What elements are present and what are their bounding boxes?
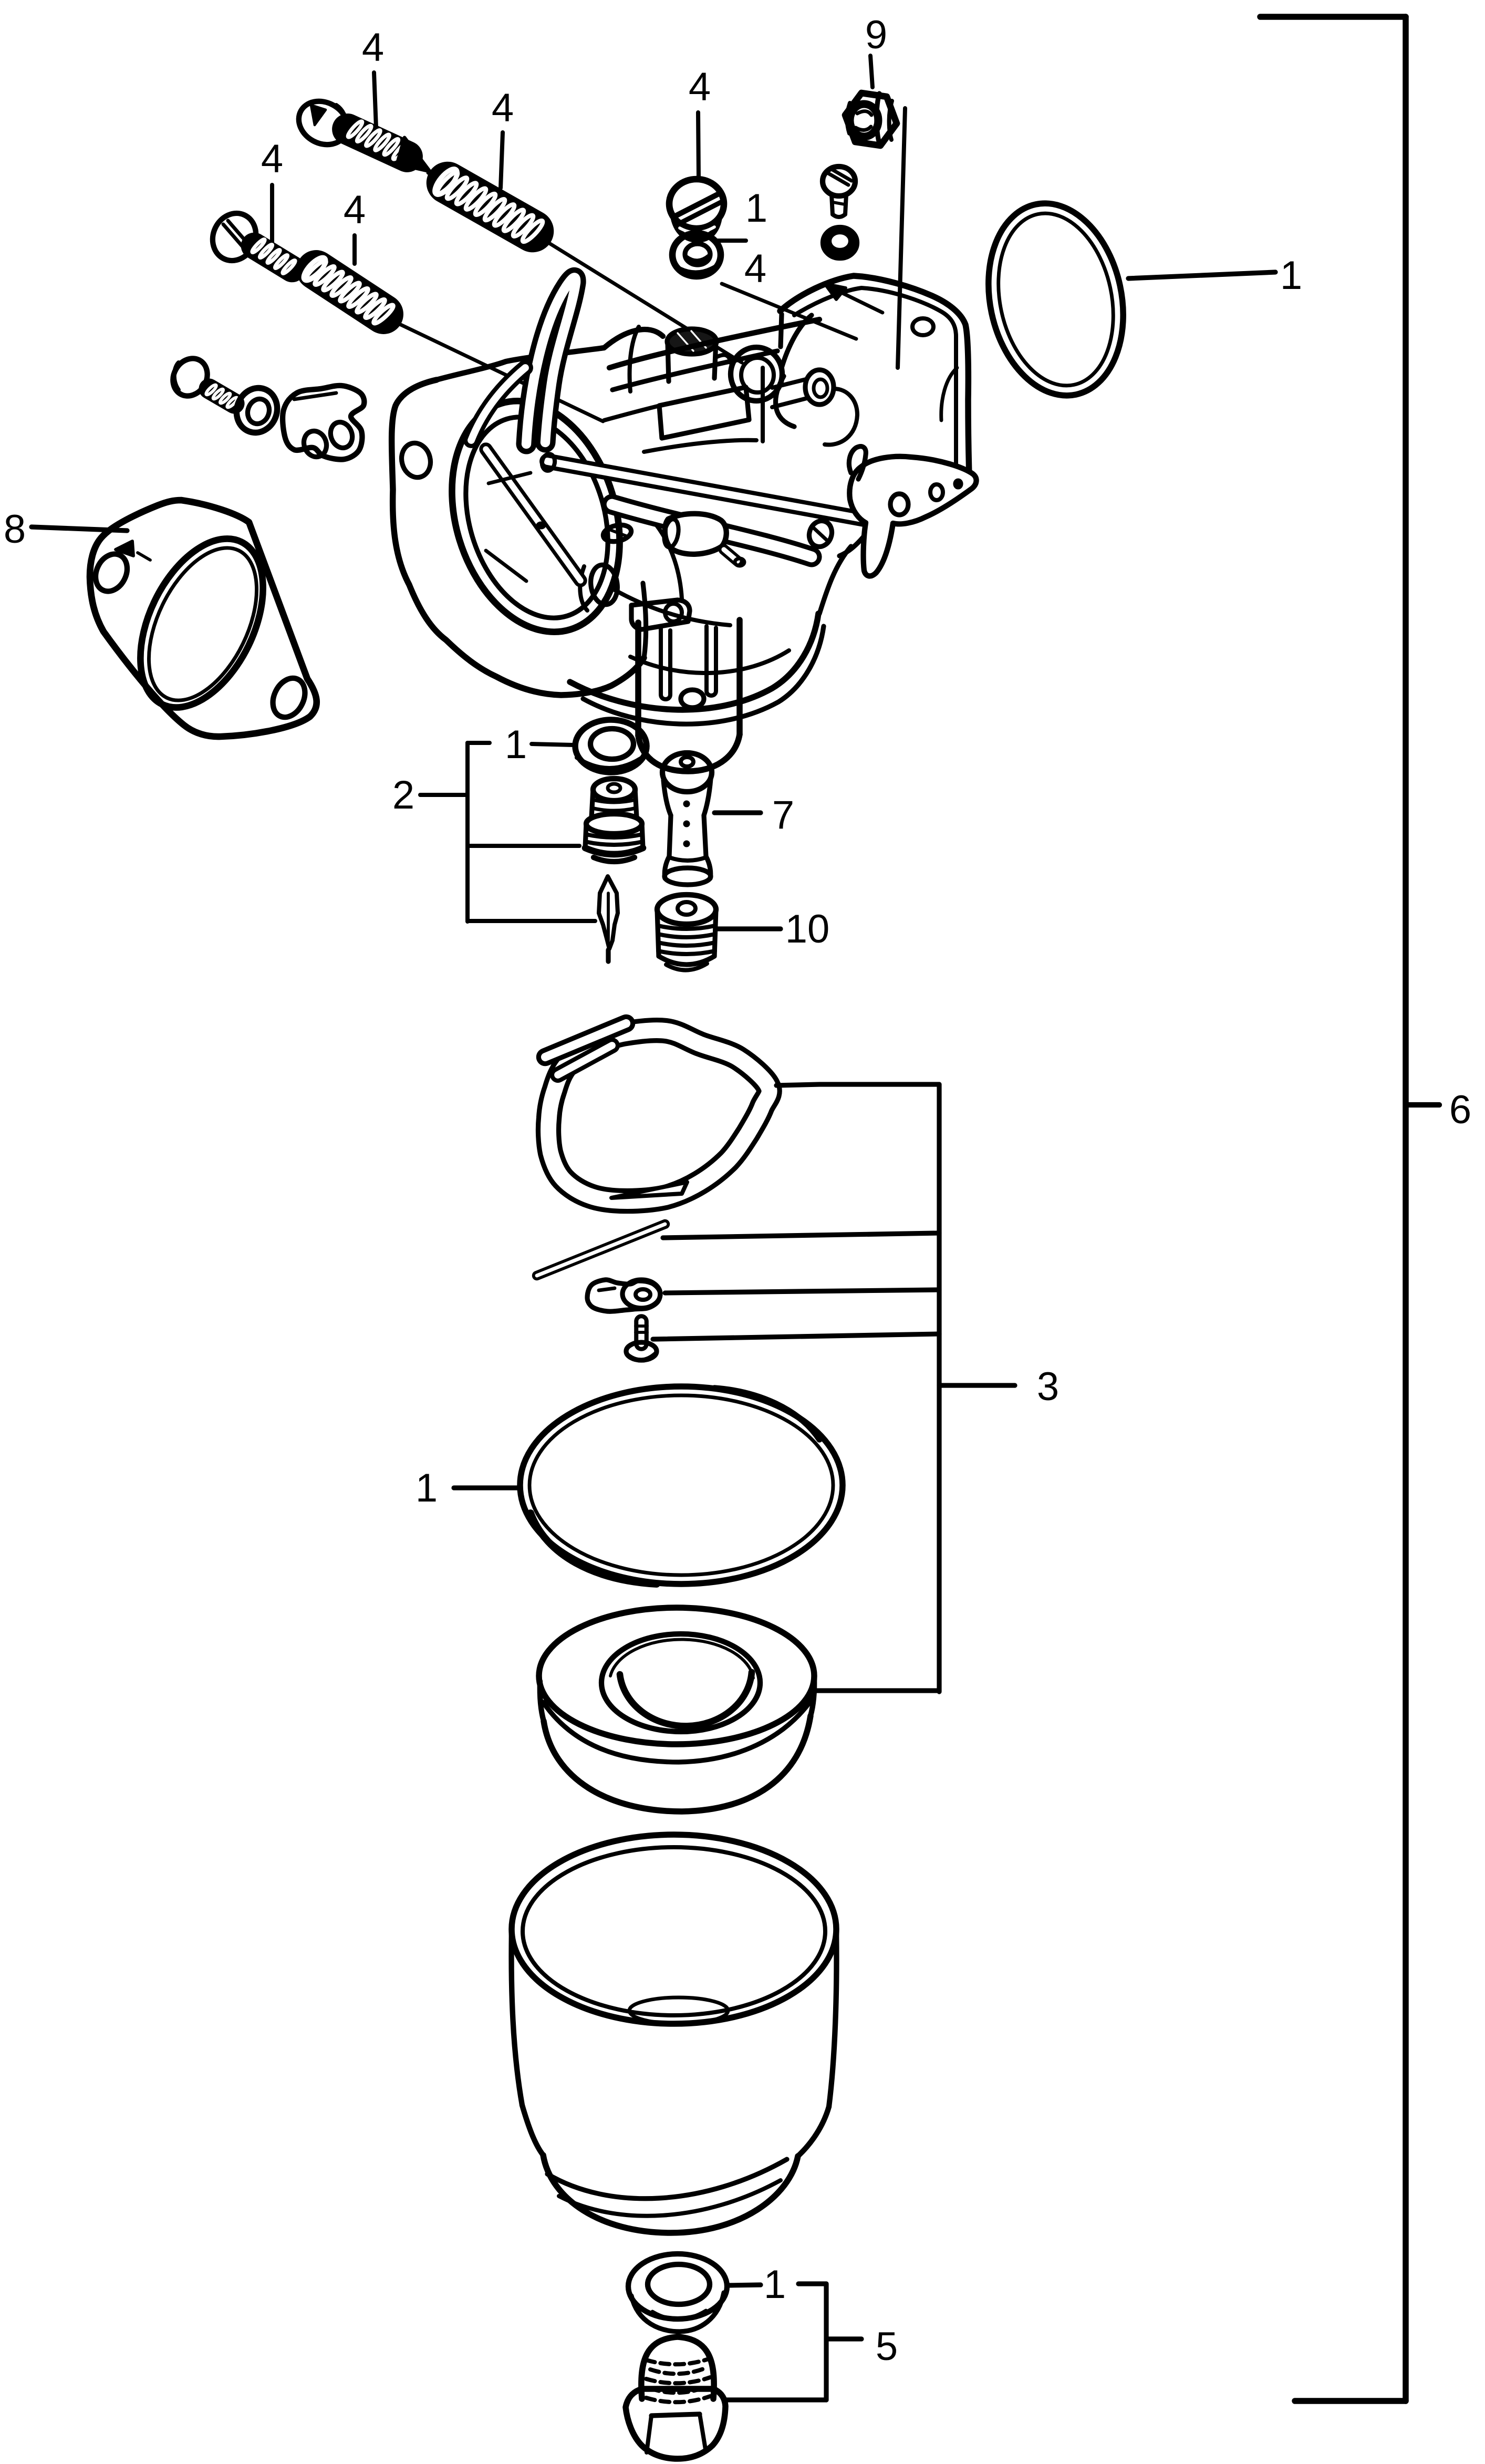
svg-text:4: 4 [362, 25, 384, 70]
svg-text:3: 3 [1037, 1364, 1059, 1409]
svg-text:4: 4 [344, 188, 366, 232]
svg-text:1: 1 [416, 1466, 438, 1510]
svg-text:4: 4 [689, 65, 711, 109]
svg-text:1: 1 [1280, 253, 1302, 298]
svg-text:9: 9 [865, 13, 887, 57]
svg-text:5: 5 [876, 2324, 898, 2369]
svg-text:8: 8 [4, 507, 26, 552]
svg-text:6: 6 [1449, 1088, 1471, 1132]
svg-text:4: 4 [492, 86, 514, 130]
svg-text:4: 4 [744, 246, 766, 291]
svg-text:2: 2 [392, 773, 414, 817]
svg-text:1: 1 [745, 186, 767, 231]
svg-text:1: 1 [505, 722, 527, 767]
svg-text:10: 10 [785, 907, 830, 951]
svg-text:7: 7 [772, 793, 794, 837]
svg-text:4: 4 [261, 137, 283, 181]
svg-text:1: 1 [764, 2262, 786, 2307]
